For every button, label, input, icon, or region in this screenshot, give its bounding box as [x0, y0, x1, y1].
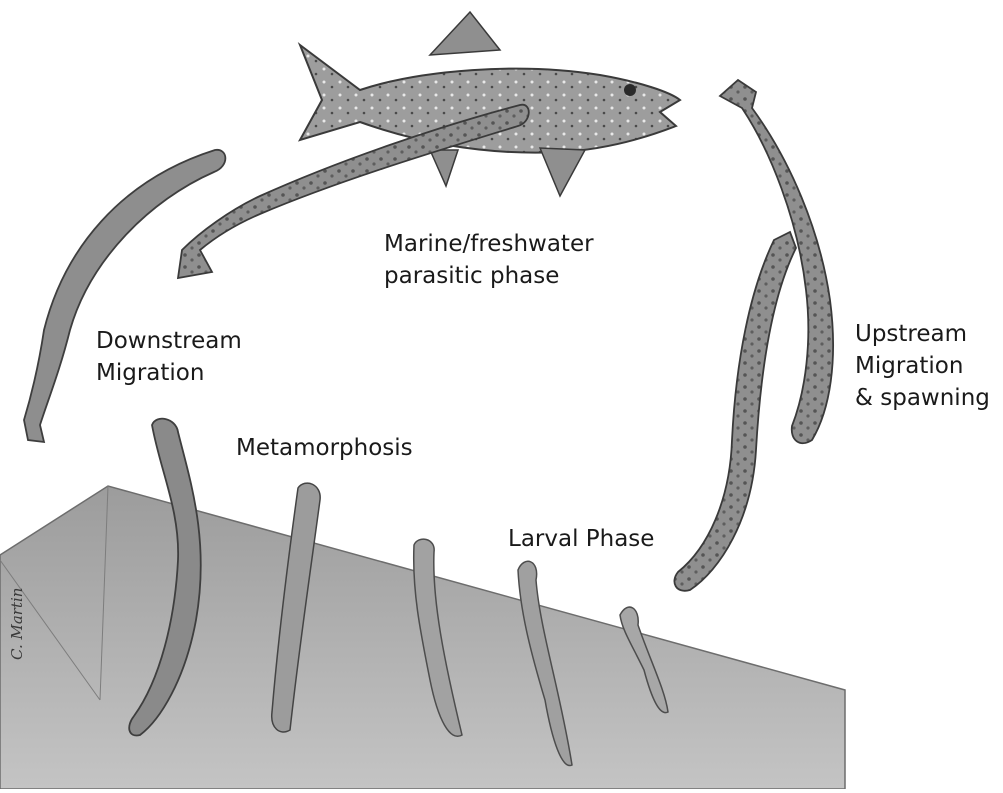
upstream-migration-label-line-3: & spawning [855, 382, 990, 414]
downstream-migrating-lamprey [24, 150, 225, 442]
artist-signature: C. Martin [8, 588, 26, 660]
downstream-migration-label-line-1: Downstream [96, 325, 242, 357]
upstream-migration-label-line-1: Upstream [855, 318, 990, 350]
metamorphosis-label: Metamorphosis [236, 432, 413, 464]
downstream-migration-label: Downstream Migration [96, 325, 242, 389]
parasitic-phase-label: Marine/freshwater parasitic phase [384, 228, 594, 292]
upstream-migrating-lamprey-2 [674, 232, 796, 591]
upstream-migration-label: Upstream Migration & spawning [855, 318, 990, 414]
larval-phase-label: Larval Phase [508, 523, 654, 555]
upstream-migration-label-line-2: Migration [855, 350, 990, 382]
downstream-migration-label-line-2: Migration [96, 357, 242, 389]
parasitic-phase-label-line-2: parasitic phase [384, 260, 594, 292]
parasitic-phase-label-line-1: Marine/freshwater [384, 228, 594, 260]
